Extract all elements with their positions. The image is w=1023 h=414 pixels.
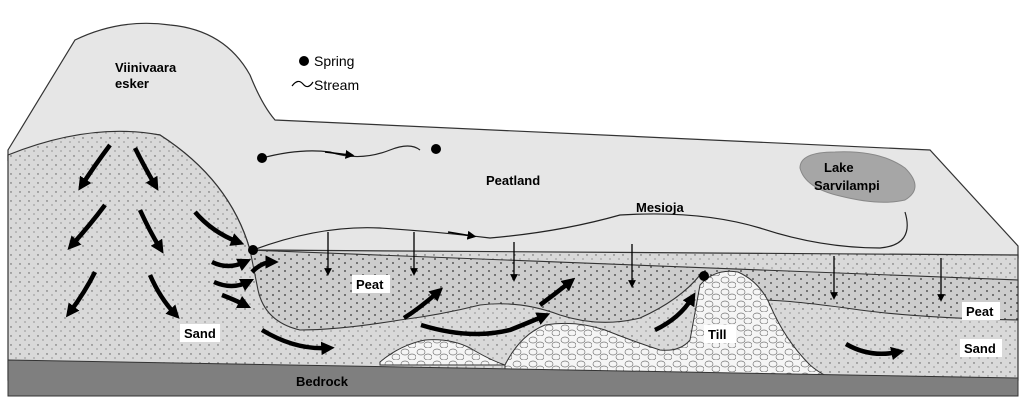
peat-left-label-bg [352,275,390,293]
peat-left-label: Peat [356,277,384,292]
spring-point [257,153,267,163]
stream-icon [291,80,314,88]
mesioja-label: Mesioja [636,200,684,215]
stream-mesioja [252,211,908,251]
esker-label-2: esker [115,76,149,91]
sand-right-label-bg [960,339,1002,357]
sand-left-label-bg [180,324,220,342]
stream-direction-arrow-2 [447,230,477,240]
till-lens-2 [504,270,841,381]
peat-layer [249,249,1019,331]
bedrock-label: Bedrock [296,374,349,389]
esker-label: Viinivaara [115,60,177,75]
peat-right-label: Peat [966,304,994,319]
spring-icon [299,56,309,66]
till-label-bg [704,325,736,343]
spring-point [431,144,441,154]
lake-sarvilampi [799,151,916,203]
legend-spring-label: Spring [314,53,354,69]
lake-label-2: Sarvilampi [814,178,880,193]
spring-point [248,245,258,255]
groundwater-flow-arrows [65,143,905,361]
sand-right-label: Sand [964,341,996,356]
till-lens-1 [379,339,506,366]
till-label: Till [708,327,727,342]
stream-direction-arrow-1 [324,149,355,159]
bedrock-layer [7,359,1019,397]
infiltration-arrows [324,232,945,302]
lake-label: Lake [824,160,854,175]
stream-upper [261,145,421,159]
sand-left-label: Sand [184,326,216,341]
spring-point [699,271,709,281]
peatland-label: Peatland [486,173,540,188]
peat-right-label-bg [962,302,1000,320]
legend: Spring Stream [291,53,359,93]
legend-stream-label: Stream [314,77,359,93]
